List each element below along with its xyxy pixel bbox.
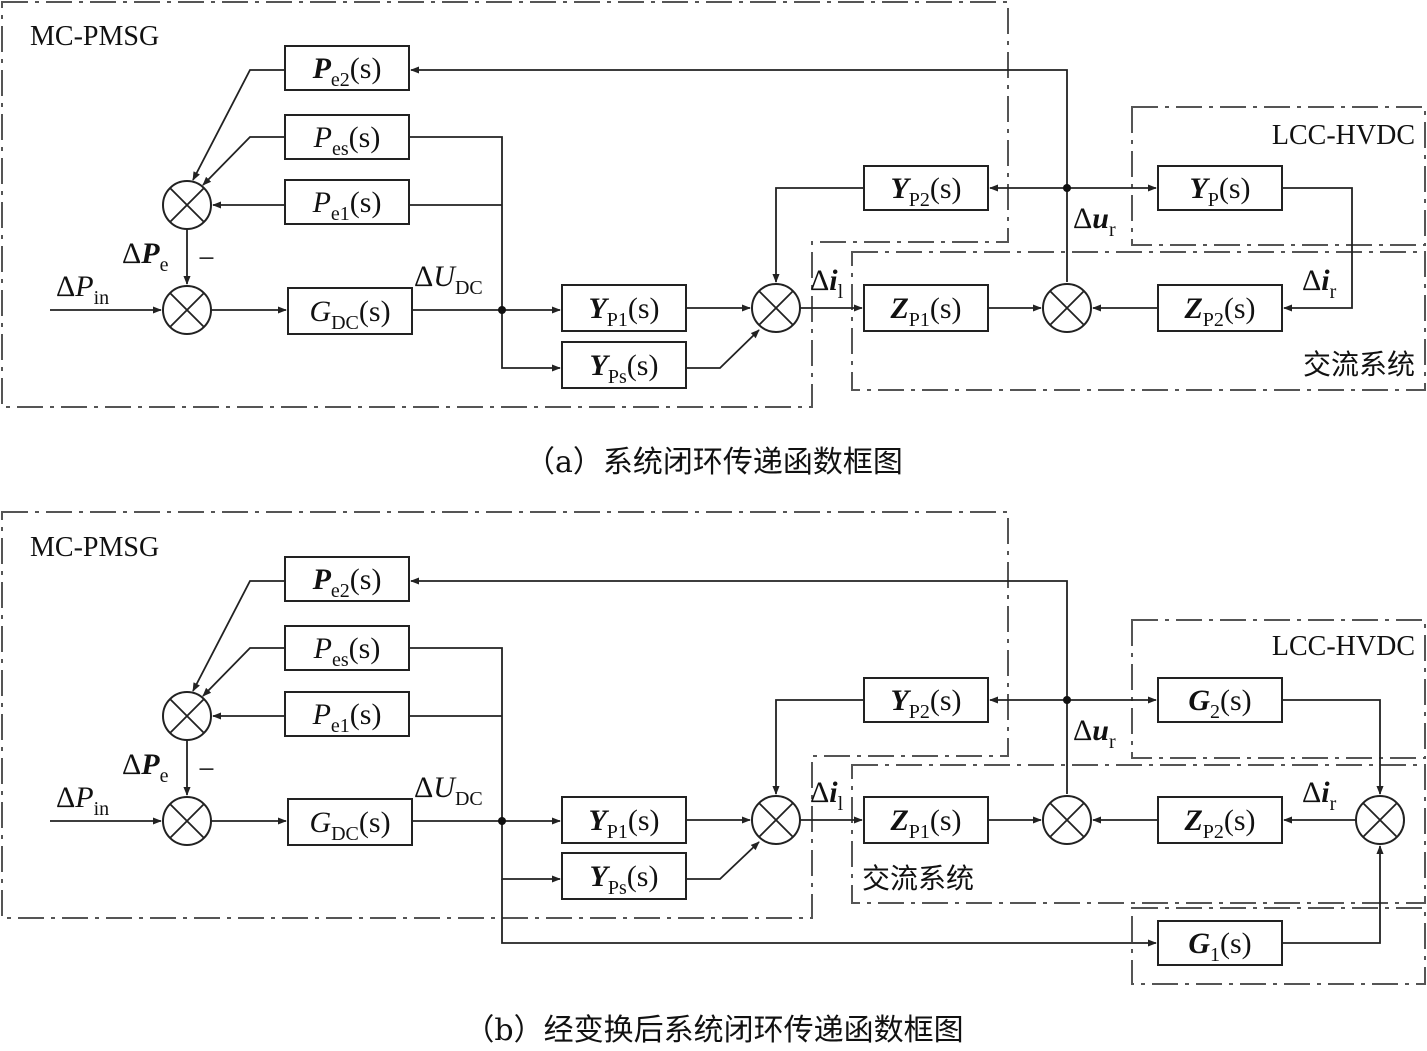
block-zp2: ZP2(s) [1157, 284, 1283, 332]
sum-junction-ac [1042, 795, 1092, 845]
lcchvdc-label: LCC-HVDC [1272, 631, 1415, 662]
svg-text:ZP1(s): ZP1(s) [889, 804, 961, 843]
sum-junction-input [162, 285, 212, 335]
signal-dpe: ΔPe [122, 237, 169, 276]
svg-text:Pe2(s): Pe2(s) [312, 563, 382, 602]
block-yp2: YP2(s) [863, 165, 989, 211]
svg-text:YPs(s): YPs(s) [590, 349, 659, 388]
sum-junction-pe [162, 691, 212, 741]
svg-text:YP2(s): YP2(s) [890, 684, 961, 723]
sum-junction-input [162, 796, 212, 846]
block-gdc: GDC(s) [287, 287, 413, 335]
ac-system-region [851, 251, 1426, 391]
signal-dur: Δur [1073, 202, 1116, 241]
block-pe2: Pe2(s) [284, 45, 410, 91]
block-pe2: Pe2(s) [284, 556, 410, 602]
block-yp1: YP1(s) [561, 796, 687, 844]
ac-system-label: 交流系统 [862, 863, 974, 895]
block-zp1: ZP1(s) [863, 796, 989, 844]
block-pe1: Pe1(s) [284, 179, 410, 225]
signal-dur: Δur [1073, 714, 1116, 753]
svg-text:G1(s): G1(s) [1188, 927, 1251, 966]
svg-text:YPs(s): YPs(s) [590, 860, 659, 899]
sum-junction-current [751, 795, 801, 845]
block-pe1: Pe1(s) [284, 691, 410, 737]
ac-system-region [851, 764, 1426, 904]
block-zp1: ZP1(s) [863, 284, 989, 332]
block-yps: YPs(s) [561, 852, 687, 900]
caption-b: （b）经变换后系统闭环传递函数框图 [464, 1013, 963, 1048]
caption-a: （a）系统闭环传递函数框图 [525, 445, 903, 480]
svg-text:YP(s): YP(s) [1189, 172, 1250, 211]
svg-text:Pe1(s): Pe1(s) [312, 698, 382, 737]
sum-junction-ac [1042, 283, 1092, 333]
mcpmsg-region [1, 511, 1009, 919]
signal-dpin: ΔPin [56, 270, 109, 309]
ac-system-label: 交流系统 [1303, 349, 1415, 381]
signal-dpin: ΔPin [56, 781, 109, 820]
block-pes: Pes(s) [284, 625, 410, 671]
sum-junction-hvdc [1355, 795, 1405, 845]
svg-text:YP2(s): YP2(s) [890, 172, 961, 211]
signal-dir: Δir [1302, 264, 1337, 303]
lcchvdc-label: LCC-HVDC [1272, 120, 1415, 151]
svg-text:Pes(s): Pes(s) [313, 632, 381, 671]
block-yp: YP(s) [1157, 165, 1283, 211]
signal-lines [50, 577, 1384, 947]
sum-junction-current [751, 283, 801, 333]
block-pes: Pes(s) [284, 114, 410, 160]
g1-region [1131, 907, 1426, 985]
signal-dudc: ΔUDC [414, 771, 483, 810]
svg-text:YP1(s): YP1(s) [588, 804, 659, 843]
svg-text:ZP2(s): ZP2(s) [1183, 804, 1255, 843]
panel-b: MC-PMSG LCC-HVDC 交流系统 Pe2(s) Pes(s) Pe1(… [1, 511, 1426, 1048]
svg-text:Pe2(s): Pe2(s) [312, 52, 382, 91]
signal-dir: Δir [1302, 776, 1337, 815]
svg-text:GDC(s): GDC(s) [309, 806, 390, 845]
mcpmsg-label: MC-PMSG [30, 532, 159, 563]
lcchvdc-region [1131, 106, 1426, 246]
signal-dpe: ΔPe [122, 748, 169, 787]
block-g1: G1(s) [1157, 920, 1283, 966]
signal-minus: − [198, 242, 215, 275]
block-gdc: GDC(s) [287, 798, 413, 846]
signal-lines [50, 66, 1353, 372]
svg-text:G2(s): G2(s) [1188, 684, 1251, 723]
svg-text:Pe1(s): Pe1(s) [312, 186, 382, 225]
block-yp1: YP1(s) [561, 284, 687, 332]
signal-dudc: ΔUDC [414, 260, 483, 299]
svg-text:ZP1(s): ZP1(s) [889, 292, 961, 331]
svg-text:YP1(s): YP1(s) [588, 292, 659, 331]
signal-dil: Δil [810, 776, 844, 815]
block-g2: G2(s) [1157, 677, 1283, 723]
lcchvdc-region [1131, 619, 1426, 759]
block-yps: YPs(s) [561, 341, 687, 389]
signal-dil: Δil [810, 264, 844, 303]
block-zp2: ZP2(s) [1157, 796, 1283, 844]
signal-minus: − [198, 753, 215, 786]
svg-text:ZP2(s): ZP2(s) [1183, 292, 1255, 331]
mcpmsg-label: MC-PMSG [30, 21, 159, 52]
panel-a: MC-PMSG LCC-HVDC 交流系统 Pe2(s) Pes(s) Pe1(… [1, 1, 1426, 480]
sum-junction-pe [162, 180, 212, 230]
mcpmsg-region [1, 1, 1009, 408]
svg-text:GDC(s): GDC(s) [309, 295, 390, 334]
block-yp2: YP2(s) [863, 677, 989, 723]
svg-text:Pes(s): Pes(s) [313, 121, 381, 160]
